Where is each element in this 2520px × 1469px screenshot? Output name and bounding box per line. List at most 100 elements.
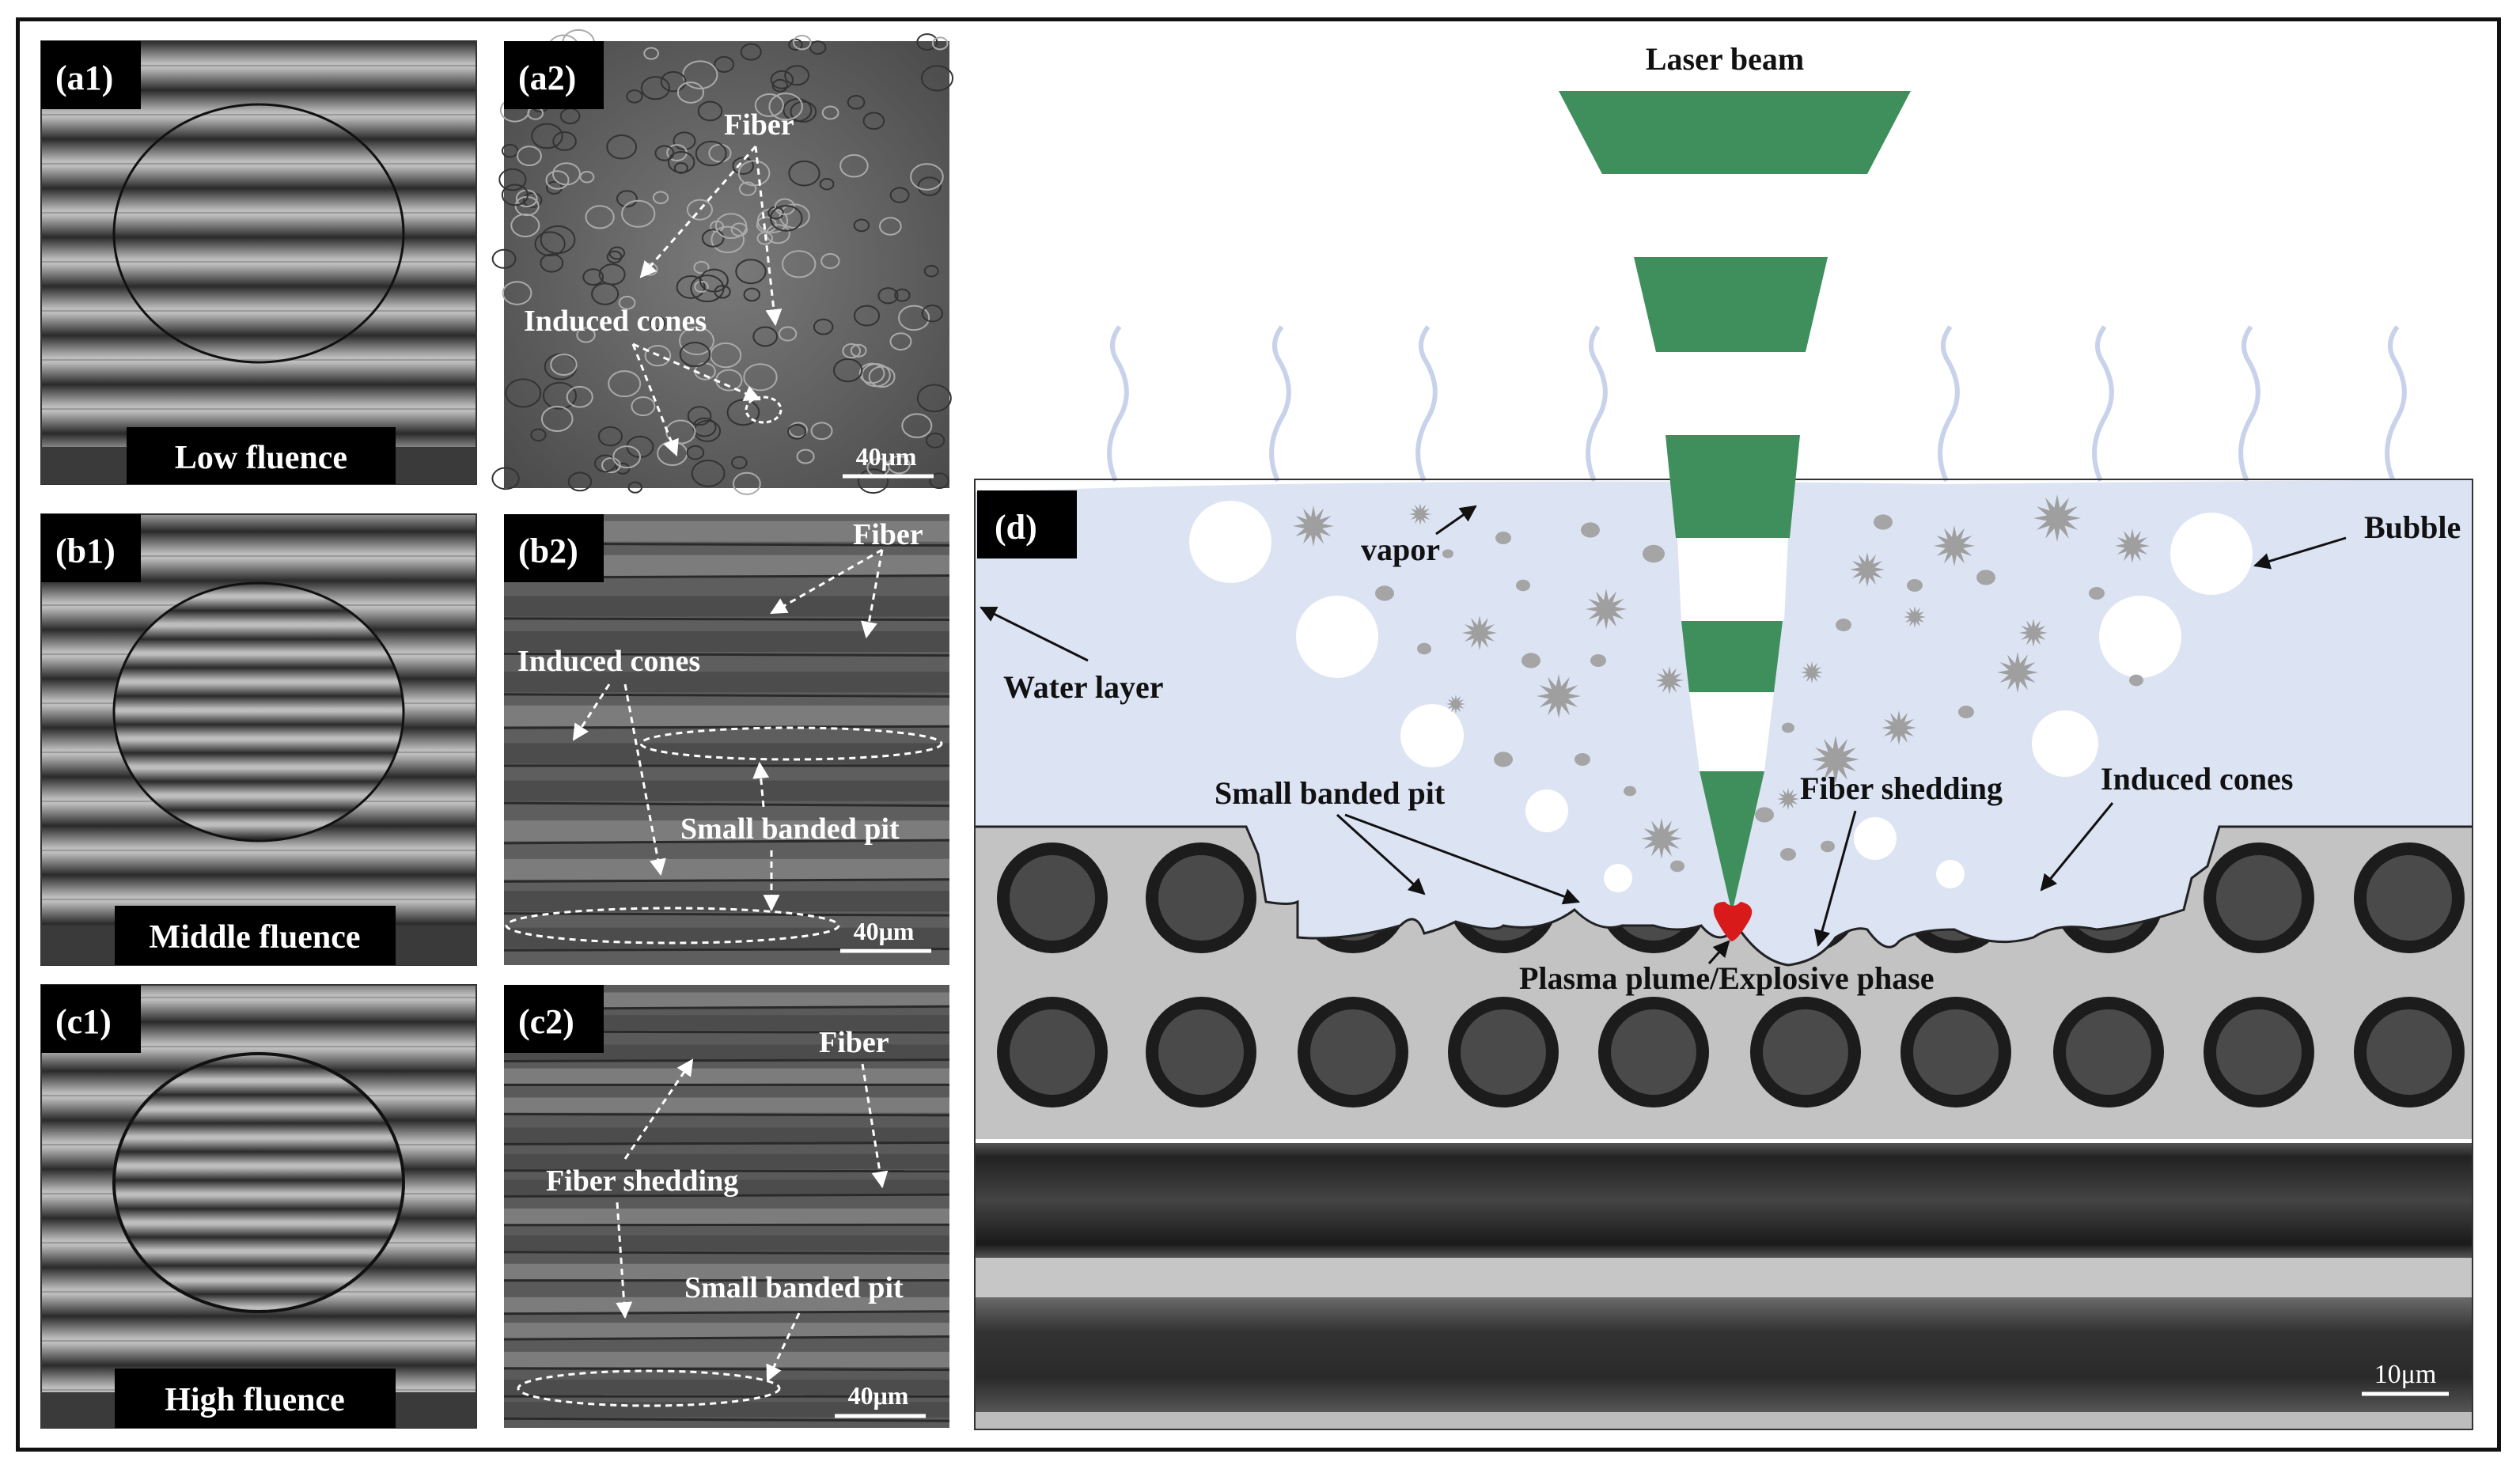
vapor-particle <box>1812 736 1859 783</box>
sem-grain <box>679 341 711 367</box>
sem-groove <box>503 1058 950 1062</box>
vapor-particle <box>1641 818 1682 859</box>
fiber-cross-section <box>2204 842 2314 953</box>
sem-grain <box>531 123 563 150</box>
vapor-particle <box>2115 528 2150 563</box>
sem-grain <box>551 162 581 186</box>
arrow <box>623 1058 694 1160</box>
sem-fiber <box>504 1015 949 1031</box>
sem-fiber <box>504 1323 949 1338</box>
sem-grain <box>910 163 944 191</box>
vapor-particle <box>1575 753 1590 766</box>
sem-grain <box>731 456 748 470</box>
vapor-particle <box>1655 666 1684 695</box>
sem-grain <box>606 250 623 264</box>
panel-tag: (c1) <box>55 1002 112 1041</box>
bubble <box>1400 704 1464 767</box>
sem-fiber <box>504 1351 949 1368</box>
sem-grain <box>842 343 862 359</box>
vapor-particle <box>2089 587 2105 600</box>
composite-substrate <box>975 827 2473 1429</box>
panel-tag-bg <box>977 490 1077 558</box>
fluence-caption: High fluence <box>165 1382 345 1418</box>
fiber-cross-section <box>2053 997 2164 1107</box>
sem-fiber <box>504 1208 949 1224</box>
sem-grain <box>879 217 902 236</box>
sem-grain <box>732 157 755 175</box>
vapor-particle <box>1581 522 1600 538</box>
vapor-particle <box>1934 525 1975 566</box>
pit-label: Small banded pit <box>680 812 900 846</box>
arrow <box>616 1202 633 1319</box>
sem-grain <box>778 326 798 342</box>
sem-grain <box>788 160 820 187</box>
vapor-particle <box>1836 619 1851 631</box>
vapor-particle <box>1537 674 1581 718</box>
bubble <box>2032 710 2098 777</box>
sem-grain <box>732 471 761 495</box>
sem-groove <box>503 801 950 808</box>
sem-grain <box>769 205 803 232</box>
sem-grain <box>813 318 834 335</box>
vapor-particle <box>1643 544 1665 563</box>
sem-grain <box>626 89 643 104</box>
vapor-label: vapor <box>1361 532 1440 567</box>
arrow <box>623 683 666 876</box>
sem-grain <box>522 191 543 208</box>
fiber-cross-section <box>1900 997 2011 1107</box>
sem-groove <box>503 1112 950 1117</box>
vapor-particle <box>1442 549 1453 558</box>
sem-grain <box>530 428 547 442</box>
sem-fiber <box>504 743 949 764</box>
vapor-particle <box>1850 552 1885 587</box>
sem-grain <box>540 253 564 273</box>
steam-wisp <box>2092 325 2114 483</box>
sem-grain <box>679 326 714 356</box>
sem-grain <box>925 432 945 449</box>
fiber-shedding-label: Fiber shedding <box>1800 770 2003 806</box>
bubble-label: Bubble <box>2364 509 2461 545</box>
bubble <box>1854 817 1897 860</box>
sem-fiber <box>504 672 949 693</box>
sem-grain <box>853 305 881 327</box>
vapor-particle <box>1417 642 1431 655</box>
sem-grain <box>916 33 938 51</box>
arrow <box>2253 536 2347 570</box>
vapor-particle <box>2033 494 2081 542</box>
vapor-particle <box>1881 710 1916 745</box>
fiber-cross-section <box>2354 997 2465 1107</box>
pit-outline <box>639 726 943 761</box>
vapor-particle <box>1446 695 1465 714</box>
cones-label: Induced cones <box>517 645 700 678</box>
caption-bg <box>115 1369 396 1428</box>
sem-grain <box>676 275 706 299</box>
sem-grain <box>576 327 596 343</box>
panel-tag-bg <box>504 41 604 109</box>
sem-fiber <box>504 820 949 842</box>
sem-grain <box>738 181 757 196</box>
sem-grain <box>735 259 767 285</box>
vapor-particle <box>1821 840 1835 853</box>
plasma-plume <box>1713 902 1753 941</box>
sem-groove <box>503 1417 950 1422</box>
sem-fiber <box>504 1153 949 1169</box>
sem-groove <box>503 1251 950 1255</box>
fiber-cross-section <box>1598 997 1709 1107</box>
sem-fiber <box>504 1235 949 1251</box>
sem-grain <box>743 287 761 302</box>
fiber-cross-section <box>1750 997 1861 1107</box>
ablation-spot-outline <box>112 103 405 364</box>
sem-groove <box>503 878 950 883</box>
vapor-particle <box>2019 619 2048 647</box>
sem-groove <box>503 693 950 698</box>
sem-grain <box>579 171 595 184</box>
arrow <box>861 1063 889 1189</box>
longitudinal-fiber <box>975 1297 2473 1412</box>
steam-wisp <box>1586 325 1608 483</box>
surface-profile <box>975 825 2473 967</box>
scale-label: 40μm <box>854 917 915 945</box>
sem-grain <box>921 305 944 323</box>
sem-fiber <box>504 1097 949 1113</box>
vapor-particle <box>1521 653 1540 668</box>
fiber-label: Fiber <box>724 108 794 142</box>
